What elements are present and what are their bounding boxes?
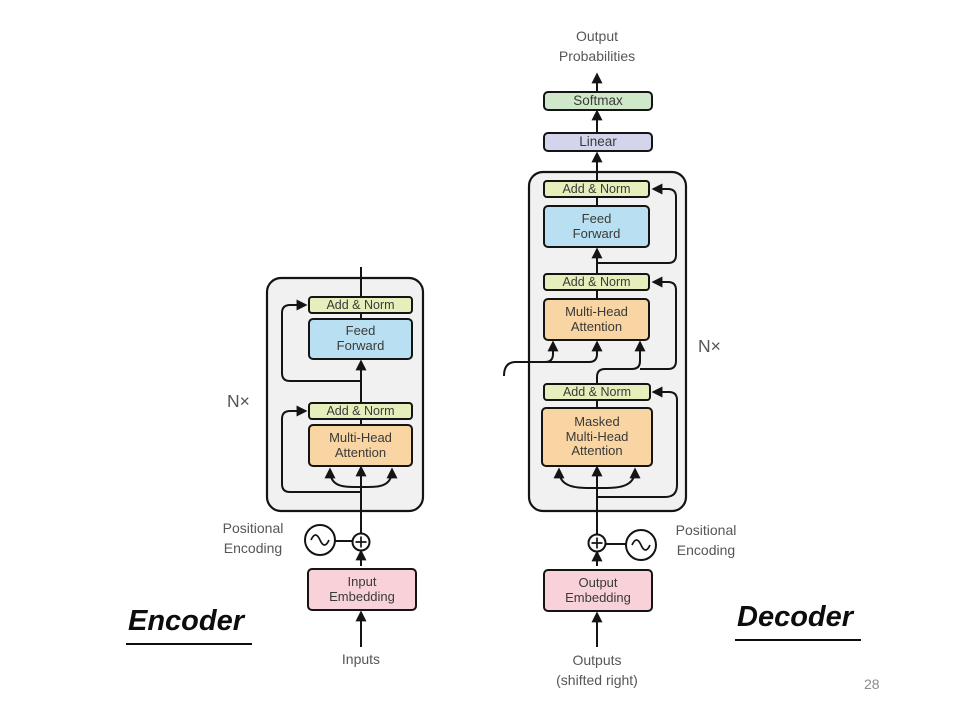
encoder-feed-forward-box: Feed Forward xyxy=(308,318,413,360)
encoder-title: Encoder xyxy=(126,605,253,645)
encoder-to-decoder-line xyxy=(503,361,589,377)
encoder-residual-lower xyxy=(281,405,361,493)
encoder-nx-label: N× xyxy=(227,391,250,411)
encoder-plus-icon xyxy=(351,532,371,552)
decoder-positional-encoding-label: Positional Encoding xyxy=(675,522,737,558)
decoder-cross-attention-left-arrow xyxy=(544,340,559,363)
decoder-nx-label: N× xyxy=(698,336,721,356)
encoder-input-embedding-box: Input Embedding xyxy=(307,568,417,611)
encoder-multi-head-attention-box: Multi-Head Attention xyxy=(308,424,413,467)
decoder-arrow-into-masked-attention-left xyxy=(553,467,598,490)
encoder-add-norm-upper-box: Add & Norm xyxy=(308,296,413,314)
decoder-output-embedding-box: Output Embedding xyxy=(543,569,653,612)
decoder-query-arrow xyxy=(596,340,646,384)
encoder-arrow-into-attention-right xyxy=(360,467,398,489)
encoder-arrow-into-attention-left xyxy=(324,467,362,489)
decoder-add-norm-middle-box: Add & Norm xyxy=(543,273,650,291)
decoder-add-norm-upper-box: Add & Norm xyxy=(543,180,650,198)
decoder-masked-multi-head-attention-box: Masked Multi-Head Attention xyxy=(541,407,653,467)
decoder-softmax-box: Softmax xyxy=(543,91,653,111)
decoder-linear-box: Linear xyxy=(543,132,653,152)
encoder-positional-encoding-label: Positional Encoding xyxy=(222,520,284,556)
decoder-residual-middle xyxy=(640,276,677,370)
decoder-residual-lower xyxy=(597,386,678,498)
decoder-title: Decoder xyxy=(735,601,862,641)
encoder-arrows xyxy=(281,267,398,647)
page-number: 28 xyxy=(864,676,880,692)
inputs-label: Inputs xyxy=(341,651,381,667)
decoder-residual-upper xyxy=(597,183,677,264)
decoder-arrow-into-masked-attention-right xyxy=(596,467,641,490)
decoder-multi-head-attention-box: Multi-Head Attention xyxy=(543,298,650,341)
decoder-plus-icon xyxy=(587,533,607,553)
encoder-residual-upper xyxy=(281,299,361,382)
decoder-cross-attention-center-arrow xyxy=(588,340,603,363)
encoder-positional-encoding-icon xyxy=(304,524,336,556)
decoder-add-norm-lower-box: Add & Norm xyxy=(543,383,651,401)
outputs-label: Outputs (shifted right) xyxy=(556,652,638,688)
output-probabilities-label: Output Probabilities xyxy=(558,28,636,64)
decoder-positional-encoding-icon xyxy=(625,529,657,561)
decoder-feed-forward-box: Feed Forward xyxy=(543,205,650,248)
decoder-arrows xyxy=(503,72,678,647)
encoder-add-norm-lower-box: Add & Norm xyxy=(308,402,413,420)
